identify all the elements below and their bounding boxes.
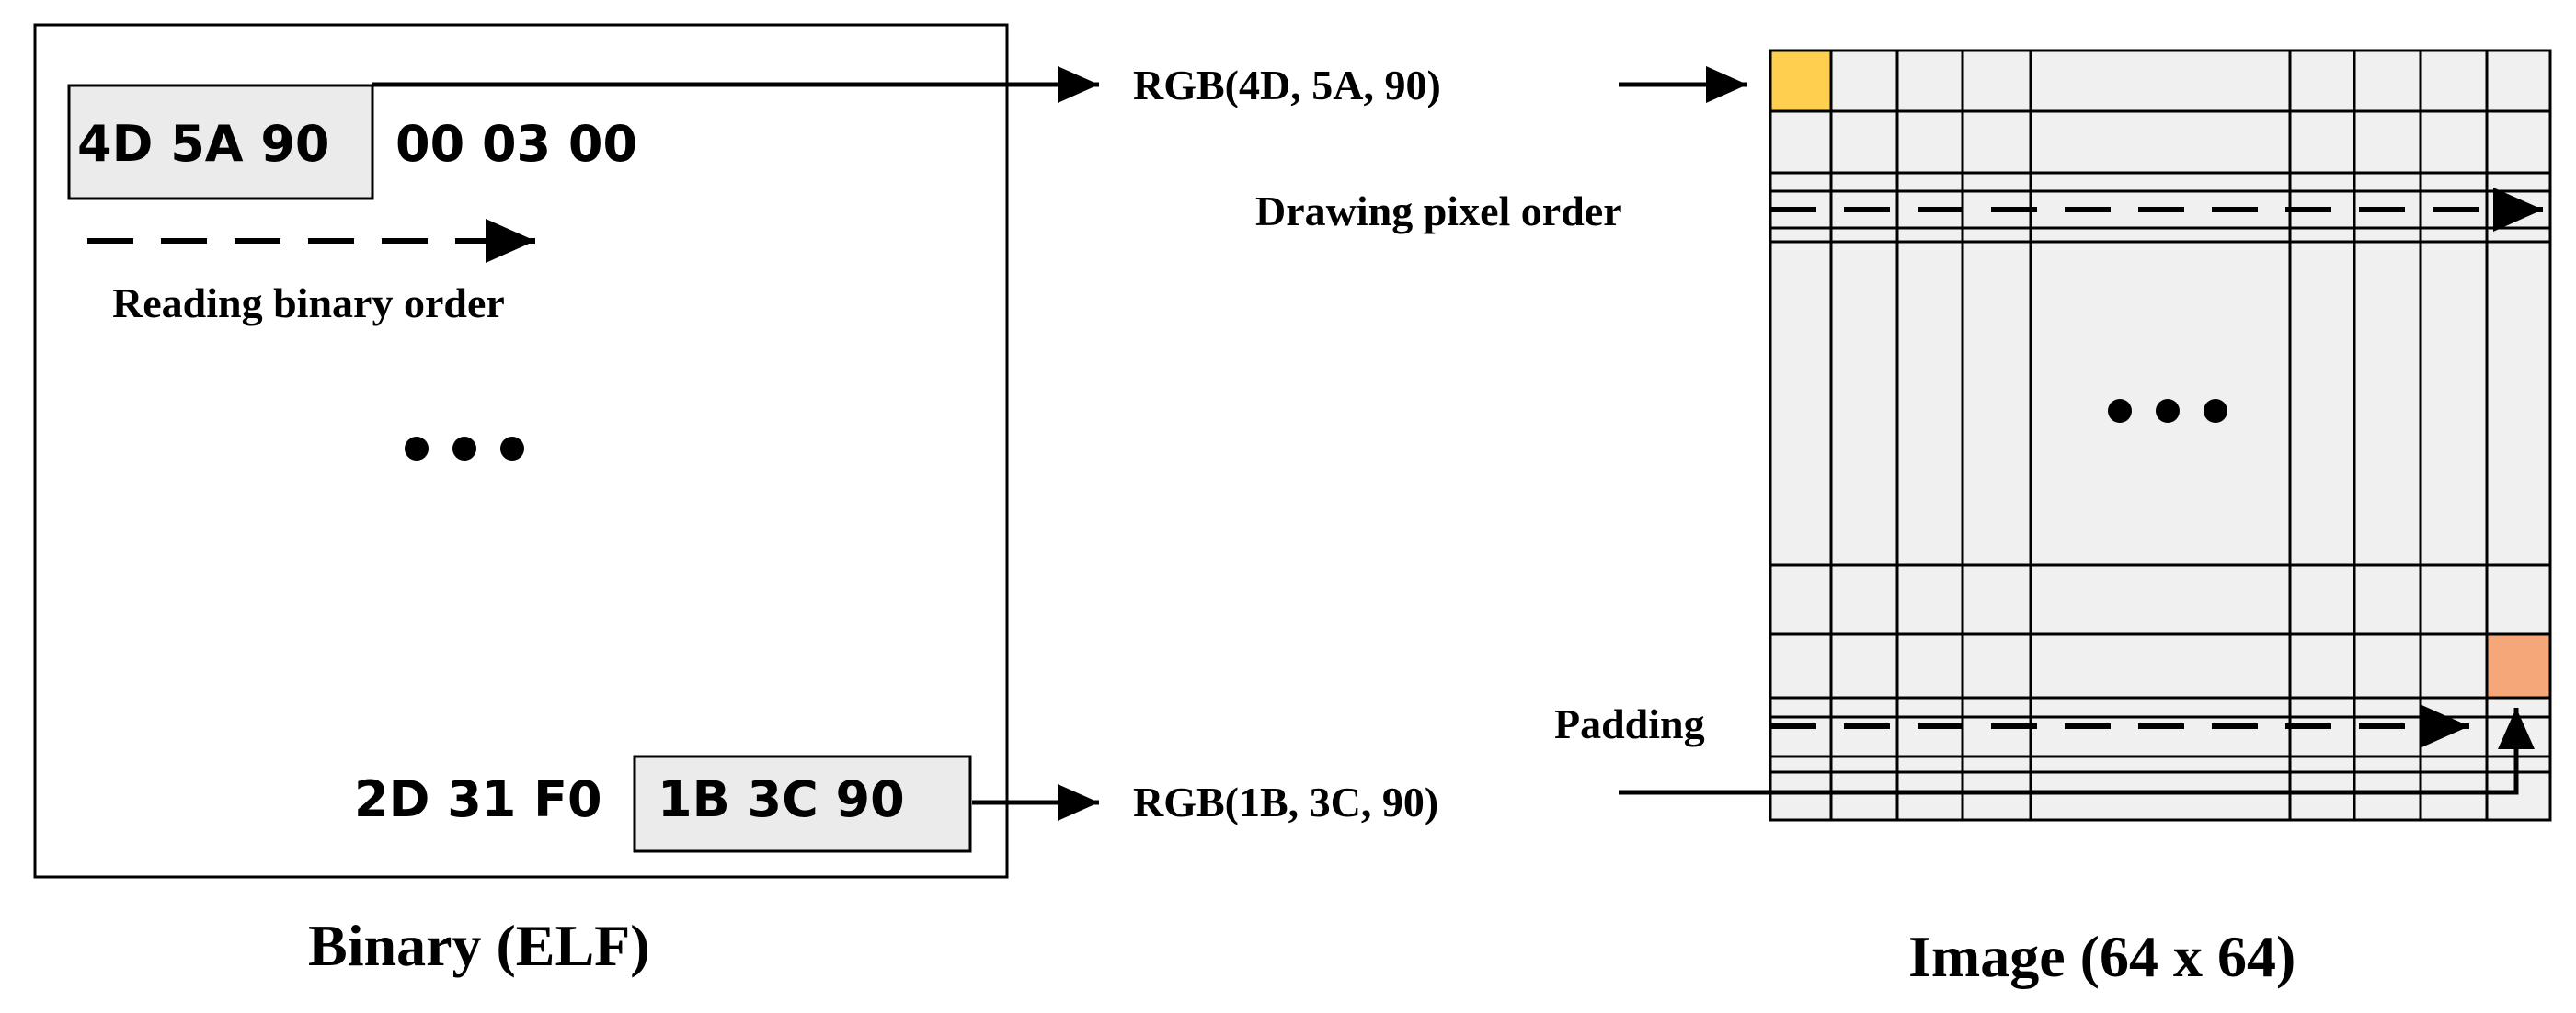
header-bytes-boxed: 4D 5A 90 bbox=[77, 115, 330, 173]
header-bytes-box bbox=[67, 84, 374, 200]
last-pixel-arrow bbox=[1619, 708, 2535, 795]
pixel-grid bbox=[1769, 49, 2552, 822]
header-bytes-rest: 00 03 00 bbox=[395, 115, 637, 173]
binary-caption: Binary (ELF) bbox=[308, 913, 650, 978]
footer-bytes-box bbox=[633, 755, 972, 853]
ellipsis-binary bbox=[405, 437, 524, 461]
last-pixel bbox=[2485, 632, 2552, 700]
drawing-order-label: Drawing pixel order bbox=[1255, 188, 1622, 234]
rgb-first-label: RGB(4D, 5A, 90) bbox=[1133, 62, 1441, 108]
first-pixel bbox=[1769, 49, 1833, 113]
footer-bytes-boxed: 1B 3C 90 bbox=[658, 770, 905, 828]
image-caption: Image (64 x 64) bbox=[1908, 924, 2296, 989]
rgb-last-label: RGB(1B, 3C, 90) bbox=[1133, 779, 1438, 825]
footer-bytes-rest: 2D 31 F0 bbox=[354, 770, 602, 828]
padding-label: Padding bbox=[1554, 700, 1705, 747]
reading-order-label: Reading binary order bbox=[112, 279, 505, 326]
ellipsis-image bbox=[2108, 399, 2227, 423]
